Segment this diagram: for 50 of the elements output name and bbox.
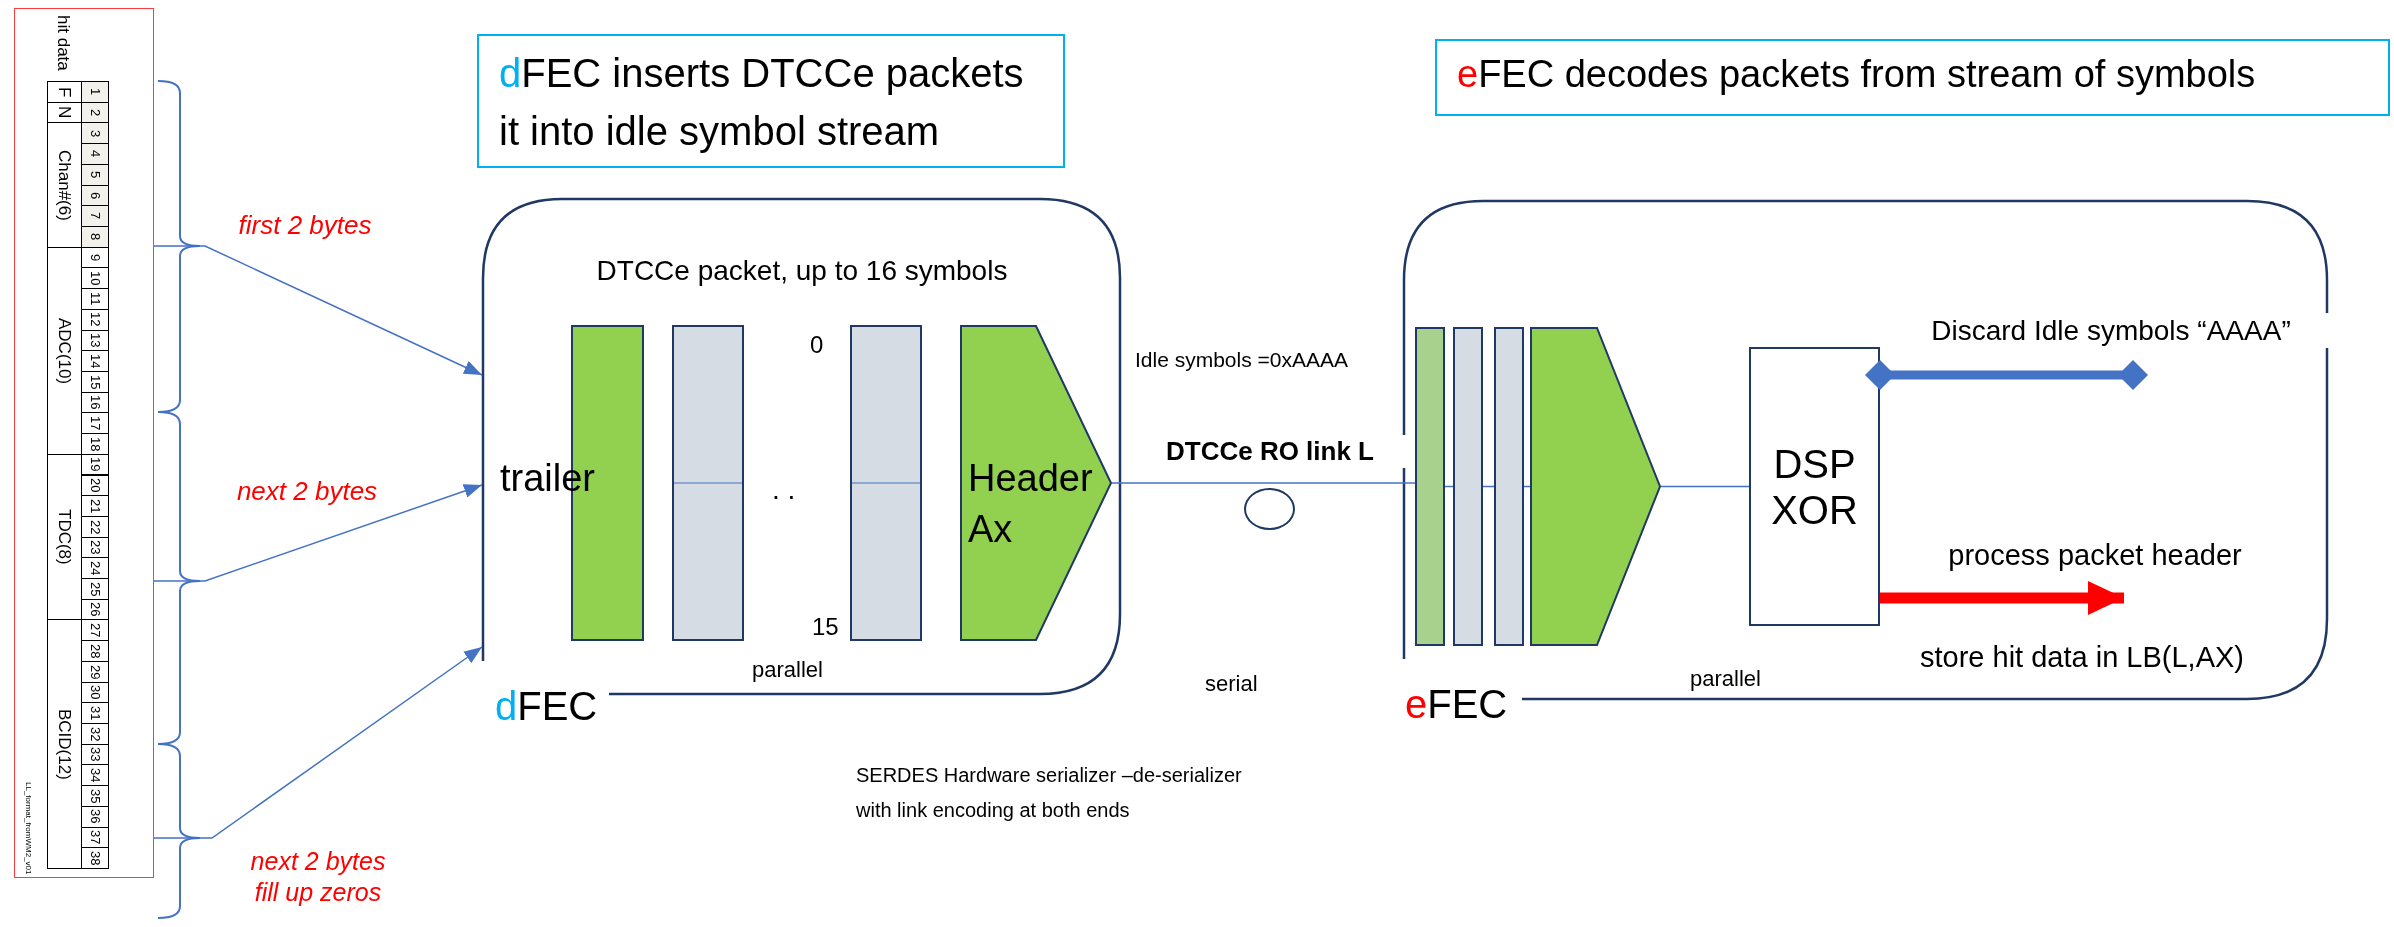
- process-label: DSP XOR: [1770, 440, 1859, 533]
- process-box: [1749, 347, 1880, 626]
- bit-number: 19: [81, 453, 109, 476]
- connector-line: [1660, 485, 1750, 488]
- bit-number: 7: [81, 205, 109, 227]
- bit-number: 38: [81, 847, 109, 869]
- panel-title: hit data: [55, 15, 72, 71]
- annotation-text: 0: [810, 330, 825, 360]
- annotation-text: parallel: [1690, 665, 1762, 693]
- arrow: [153, 245, 483, 376]
- annotation-text: Idle symbols =0xAAAA: [1135, 347, 1349, 373]
- bit-number: 4: [81, 143, 109, 165]
- arrow: [153, 646, 483, 839]
- connector-line: [1111, 482, 1416, 484]
- block-heading: eFEC: [1405, 681, 1509, 728]
- bit-number: 6: [81, 184, 109, 207]
- annotation-text: store hit data in LB(L,AX): [1920, 642, 2245, 673]
- frame-title: DTCCe packet, up to 16 symbols: [595, 254, 1009, 288]
- ellipse-symbol: [1244, 488, 1295, 530]
- bit-number: 3: [81, 122, 109, 145]
- annotation-text: serial: [1205, 670, 1259, 698]
- caption-box: [477, 34, 1065, 168]
- arrow: [1880, 581, 2124, 615]
- caption-text: dFEC inserts DTCCe packets it into idle symbol stream: [499, 50, 1025, 155]
- bit-number: 8: [81, 225, 109, 248]
- field-name: F: [47, 81, 82, 103]
- block-heading: dFEC: [495, 683, 599, 730]
- annotation-text: parallel: [752, 656, 824, 684]
- caption-box: [1435, 39, 2390, 116]
- connector-line: [1482, 485, 1495, 488]
- annotation-text: SERDES Hardware serializer –de-serializer with link encoding at both ends: [856, 763, 1243, 823]
- annotation-text: . .: [772, 473, 797, 507]
- symbol-bar: [1415, 327, 1445, 646]
- symbol-bar: [672, 325, 744, 641]
- bit-number: 5: [81, 163, 109, 186]
- symbol-bar: [850, 325, 922, 641]
- connector-line: [1444, 485, 1454, 488]
- symbol-bar: [1494, 327, 1524, 646]
- bit-number: 20: [81, 474, 109, 497]
- bit-number: 1: [81, 81, 109, 103]
- bit-number: 2: [81, 101, 109, 124]
- diamond-ended-line: [1865, 360, 2148, 390]
- annotation-text: 15: [812, 612, 840, 642]
- symbol-bar: [1453, 327, 1483, 646]
- arrow: [153, 482, 483, 582]
- connector-line: [1523, 485, 1531, 488]
- caption-text: eFEC decodes packets from stream of symbols: [1457, 52, 2257, 97]
- header-text: Header Ax: [968, 456, 1094, 553]
- footnote-text: LL_format_fromWM2_v01: [24, 782, 32, 875]
- field-name: BCID(12): [47, 619, 82, 869]
